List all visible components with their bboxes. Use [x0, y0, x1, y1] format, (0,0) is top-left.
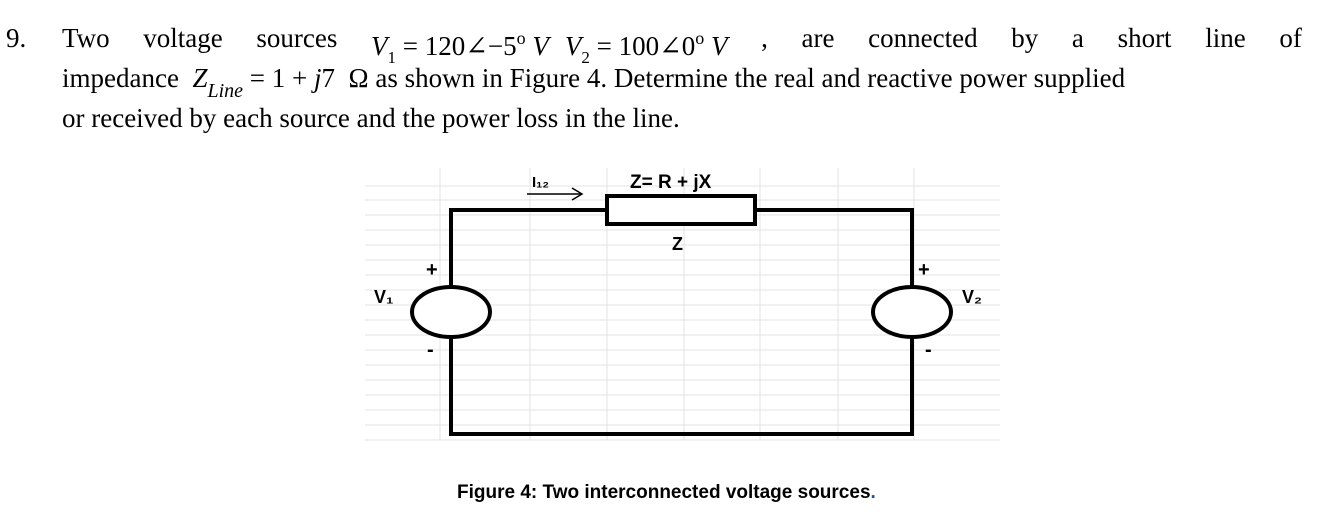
problem-line-3: or received by each source and the power…	[62, 103, 680, 133]
comma: ,	[761, 23, 768, 53]
problem-line-2: impedance ZLine = 1 + j7 Ω as shown in F…	[62, 58, 1302, 111]
v1-subscript: 1	[387, 48, 397, 67]
v1-degree: o	[516, 28, 526, 48]
caption-period: .	[870, 482, 876, 503]
v1-value: = 120∠−5	[402, 31, 517, 61]
impedance-label: Z	[672, 234, 683, 254]
word: are	[801, 23, 835, 53]
source-2-label: V₂	[962, 287, 982, 307]
source-1-minus: -	[427, 339, 434, 361]
current-label: I₁₂	[532, 174, 549, 191]
word: sources	[256, 23, 338, 53]
wire-bottom	[449, 337, 914, 436]
problem-number: 9.	[6, 23, 27, 53]
word: short	[1117, 23, 1172, 53]
wire-top-left	[449, 208, 607, 288]
word: voltage	[143, 23, 223, 53]
circuit-wires	[449, 208, 914, 436]
figure-caption: Figure 4: Two interconnected voltage sou…	[457, 482, 876, 504]
zline-subscript: Line	[207, 80, 244, 102]
voltage-source-2	[871, 285, 953, 339]
source-1-label: V₁	[374, 287, 393, 307]
zline-seven: 7	[321, 63, 336, 93]
zline-j: j	[314, 63, 322, 93]
wire-top-right	[755, 208, 914, 288]
source-2-minus: -	[925, 339, 932, 361]
ohm-symbol: Ω	[348, 63, 369, 93]
source-2-plus: +	[918, 259, 930, 281]
word: line	[1205, 23, 1246, 53]
word: by	[1011, 23, 1039, 53]
word: connected	[868, 23, 978, 53]
v1-unit: V	[532, 31, 549, 61]
word: a	[1071, 23, 1084, 53]
impedance-formula: Z= R + jX	[630, 172, 712, 193]
voltage-source-1	[410, 285, 492, 339]
v2-symbol: V	[564, 31, 582, 61]
word: Two	[62, 23, 110, 53]
v2-subscript: 2	[581, 48, 590, 67]
impedance-resistor	[605, 194, 757, 226]
word: of	[1279, 23, 1302, 53]
zline-symbol: Z	[192, 63, 208, 93]
caption-text: Figure 4: Two interconnected voltage sou…	[457, 482, 871, 503]
v1-symbol: V	[371, 31, 388, 61]
v2-value: = 100∠0	[596, 31, 696, 61]
zline-equals: = 1 +	[249, 63, 315, 93]
v2-unit: V	[710, 31, 728, 61]
v2-degree: o	[695, 28, 705, 48]
source-1-plus: +	[426, 259, 438, 281]
line-2-rest: as shown in Figure 4. Determine the real…	[375, 63, 1126, 93]
word: impedance	[62, 63, 179, 93]
current-arrow	[527, 187, 584, 201]
